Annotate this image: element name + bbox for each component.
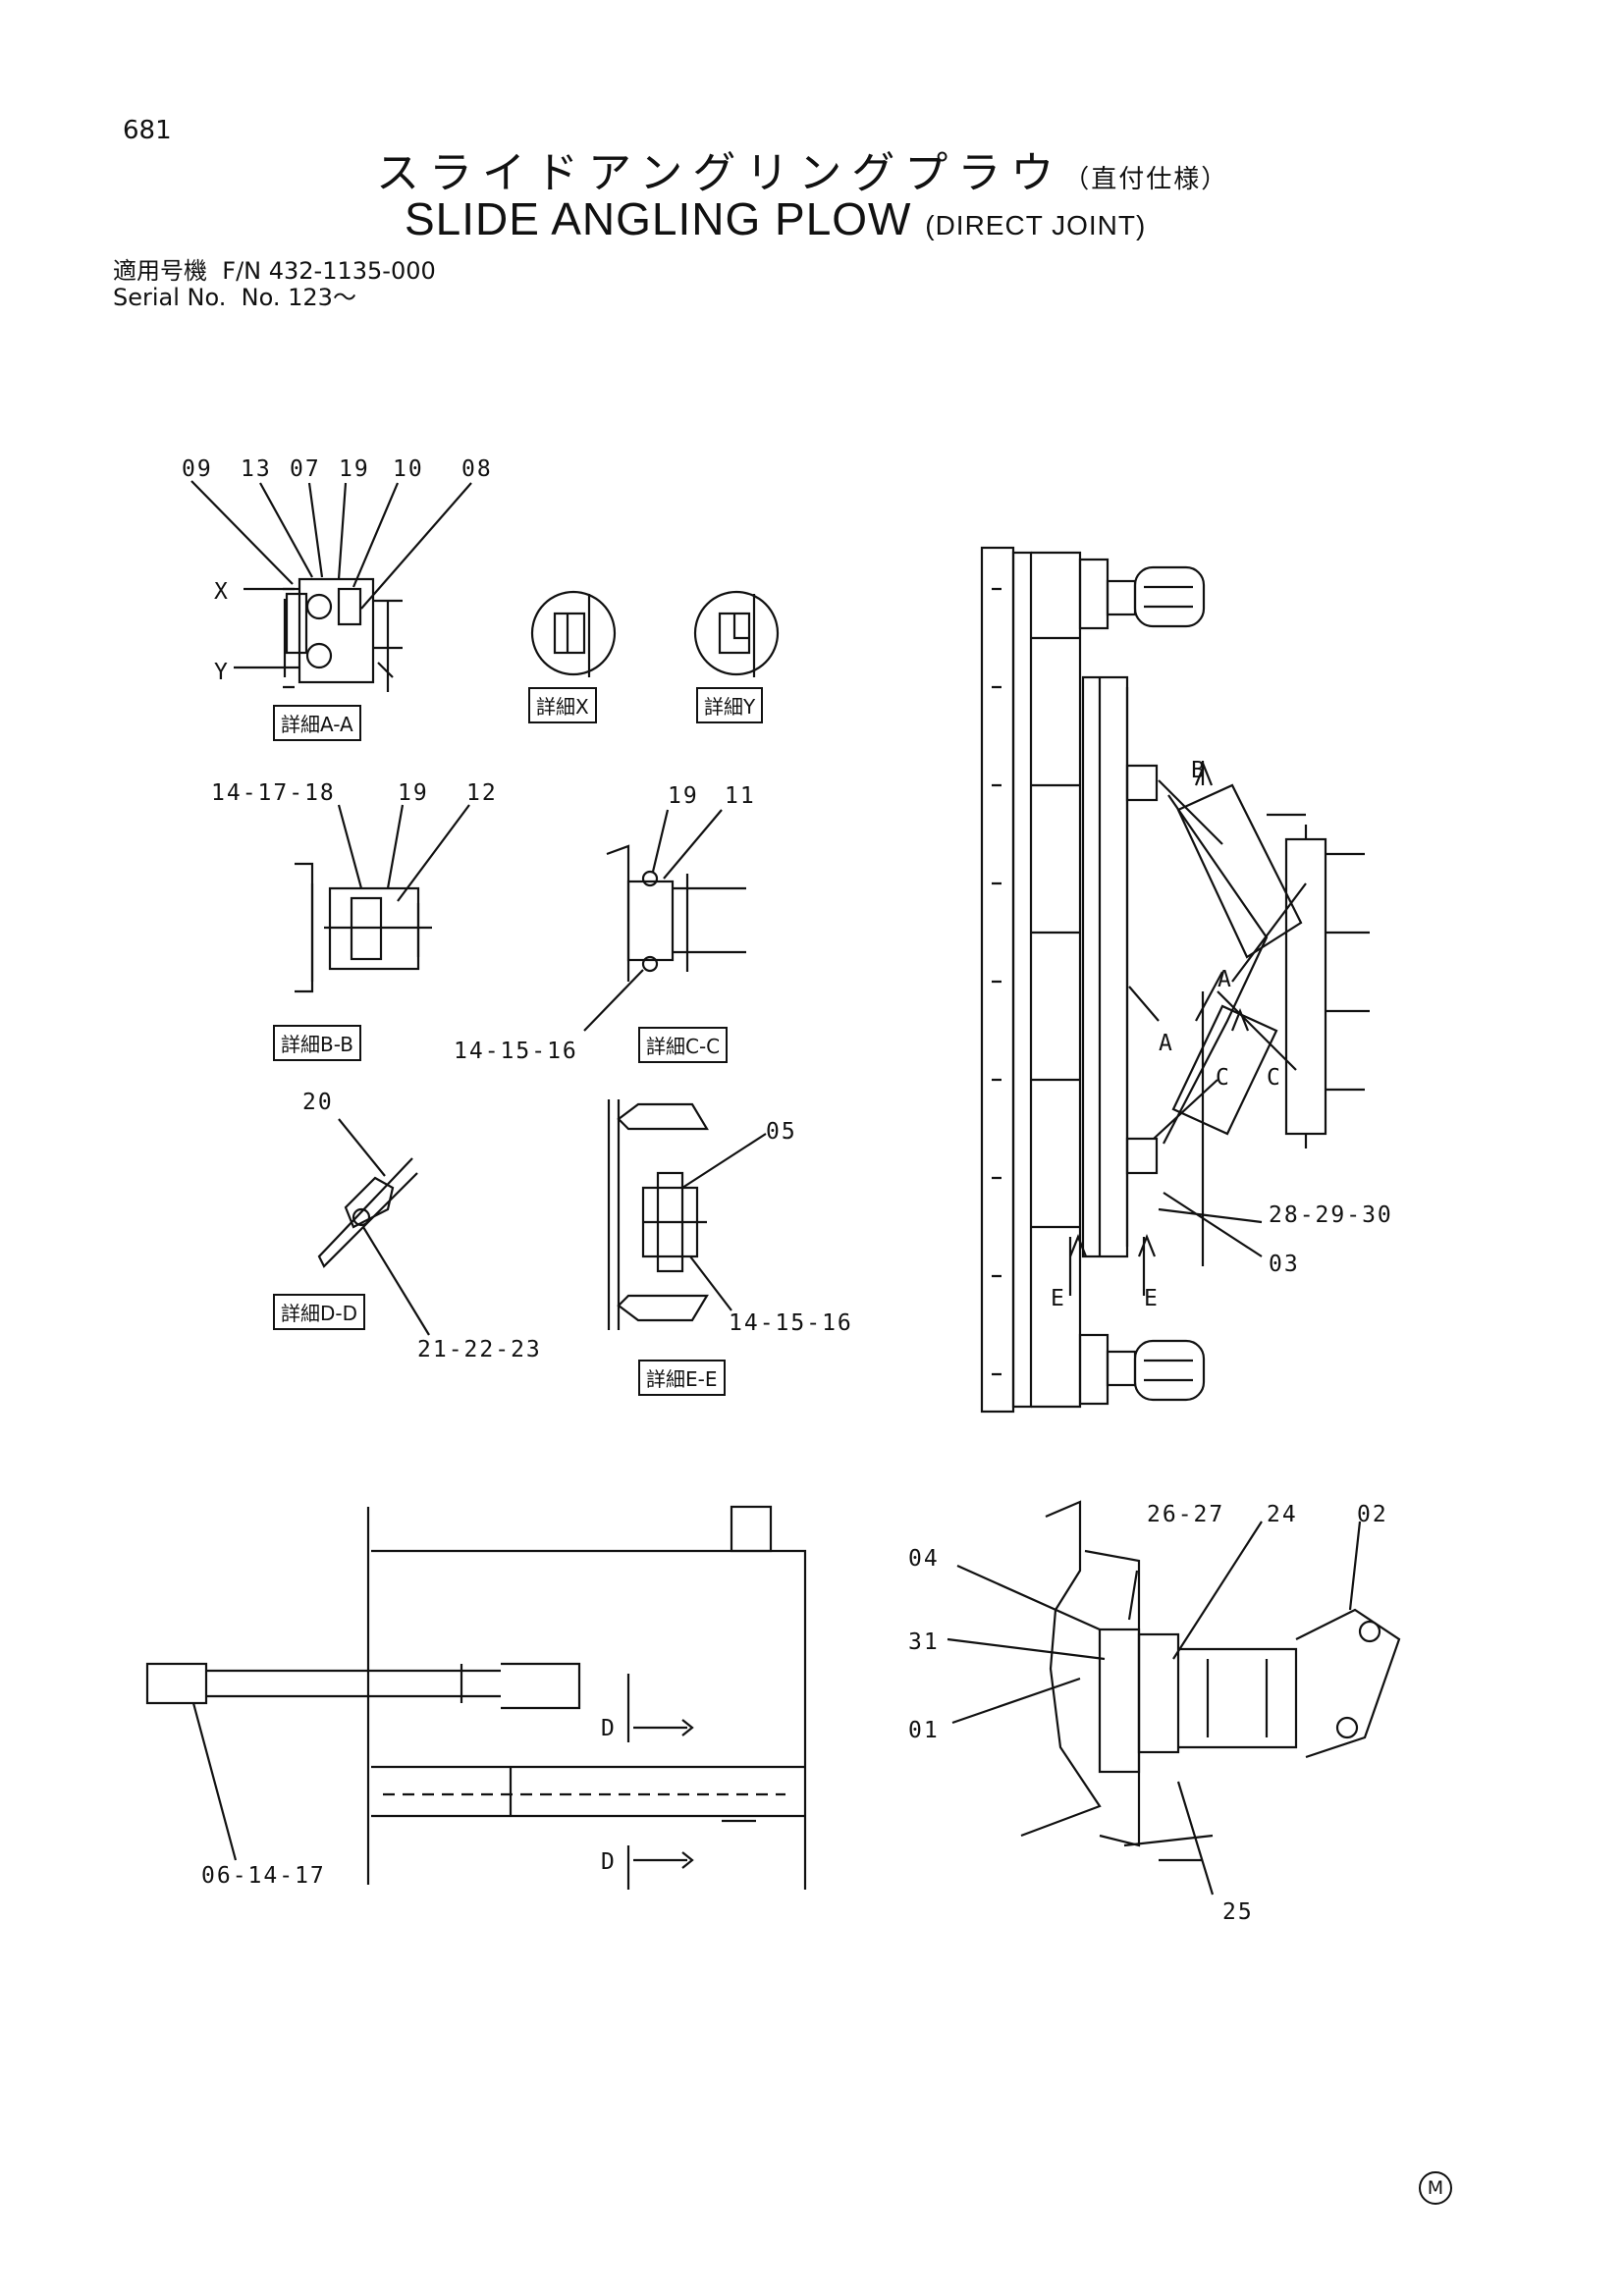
model-value: F/N 432-1135-000 [222, 257, 436, 285]
main-plan-drawing [980, 546, 1370, 1414]
callout-14-15-16-ee: 14-15-16 [729, 1310, 853, 1336]
callout-25: 25 [1222, 1899, 1254, 1925]
callout-26-27: 26-27 [1147, 1502, 1225, 1527]
callout-14-17-18: 14-17-18 [211, 780, 336, 806]
maker-mark-icon: M [1419, 2171, 1452, 2205]
caption-detail-bb: 詳細B-B [273, 1025, 361, 1061]
callout-x: X [214, 579, 230, 605]
callout-13: 13 [241, 456, 272, 482]
callout-01: 01 [908, 1718, 940, 1743]
callout-04: 04 [908, 1546, 940, 1572]
callout-12: 12 [466, 780, 498, 806]
title-english: SLIDE ANGLING PLOW (DIRECT JOINT) [405, 192, 1146, 245]
serial-line: Serial No. No. 123～ [113, 278, 356, 312]
callout-24: 24 [1267, 1502, 1298, 1527]
detail-ee-drawing [607, 1099, 767, 1330]
caption-detail-cc: 詳細C-C [638, 1027, 729, 1063]
title-english-main: SLIDE ANGLING PLOW [405, 193, 912, 244]
callout-06-14-17: 06-14-17 [201, 1863, 326, 1889]
callout-05: 05 [766, 1119, 797, 1145]
detail-x-drawing [530, 590, 617, 677]
callout-d-upper: D [601, 1716, 617, 1741]
page-number: 681 [123, 116, 172, 145]
model-line: 適用号機 F/N 432-1135-000 [113, 251, 436, 286]
callout-y: Y [214, 660, 230, 685]
side-view-2-drawing [947, 1500, 1401, 1896]
serial-value: No. 123～ [241, 284, 356, 311]
callout-09: 09 [182, 456, 213, 482]
detail-aa-drawing [190, 480, 472, 692]
callout-31: 31 [908, 1629, 940, 1655]
title-japanese-suffix: （直付仕様） [1063, 165, 1229, 194]
callout-19-aa: 19 [339, 456, 370, 482]
caption-detail-x: 詳細X [528, 687, 597, 723]
callout-11: 11 [725, 783, 756, 809]
detail-cc-drawing [583, 809, 746, 1032]
callout-e-right: E [1144, 1286, 1160, 1311]
detail-dd-drawing [317, 1118, 430, 1336]
callout-d-lower: D [601, 1849, 617, 1875]
callout-20: 20 [302, 1090, 334, 1115]
title-japanese-main: スライドアングリングプラウ [376, 148, 1064, 198]
detail-bb-drawing [295, 804, 470, 993]
callout-e-left: E [1051, 1286, 1066, 1311]
serial-label: Serial No. [113, 284, 227, 311]
callout-c-right: C [1267, 1065, 1282, 1091]
model-label: 適用号機 [113, 257, 207, 285]
detail-y-drawing [693, 590, 780, 677]
caption-detail-aa: 詳細A-A [273, 705, 361, 741]
callout-b: B [1191, 758, 1207, 783]
caption-detail-ee: 詳細E-E [638, 1360, 726, 1396]
callout-14-15-16-cc: 14-15-16 [454, 1039, 578, 1064]
callout-03: 03 [1269, 1252, 1300, 1277]
callout-02: 02 [1357, 1502, 1388, 1527]
callout-a-lower: A [1159, 1031, 1174, 1056]
callout-08: 08 [461, 456, 493, 482]
title-japanese: スライドアングリングプラウ（直付仕様） [376, 137, 1228, 200]
callout-a-upper: A [1218, 967, 1233, 992]
callout-07: 07 [290, 456, 321, 482]
callout-19-cc: 19 [668, 783, 699, 809]
title-english-suffix: (DIRECT JOINT) [925, 210, 1147, 240]
callout-21-22-23: 21-22-23 [417, 1337, 542, 1362]
caption-detail-y: 詳細Y [696, 687, 764, 723]
callout-10: 10 [393, 456, 424, 482]
callout-19-bb: 19 [398, 780, 429, 806]
callout-c-left: C [1216, 1065, 1231, 1091]
side-view-drawing [145, 1505, 807, 1890]
caption-detail-dd: 詳細D-D [273, 1294, 366, 1330]
callout-28-29-30: 28-29-30 [1269, 1202, 1393, 1228]
